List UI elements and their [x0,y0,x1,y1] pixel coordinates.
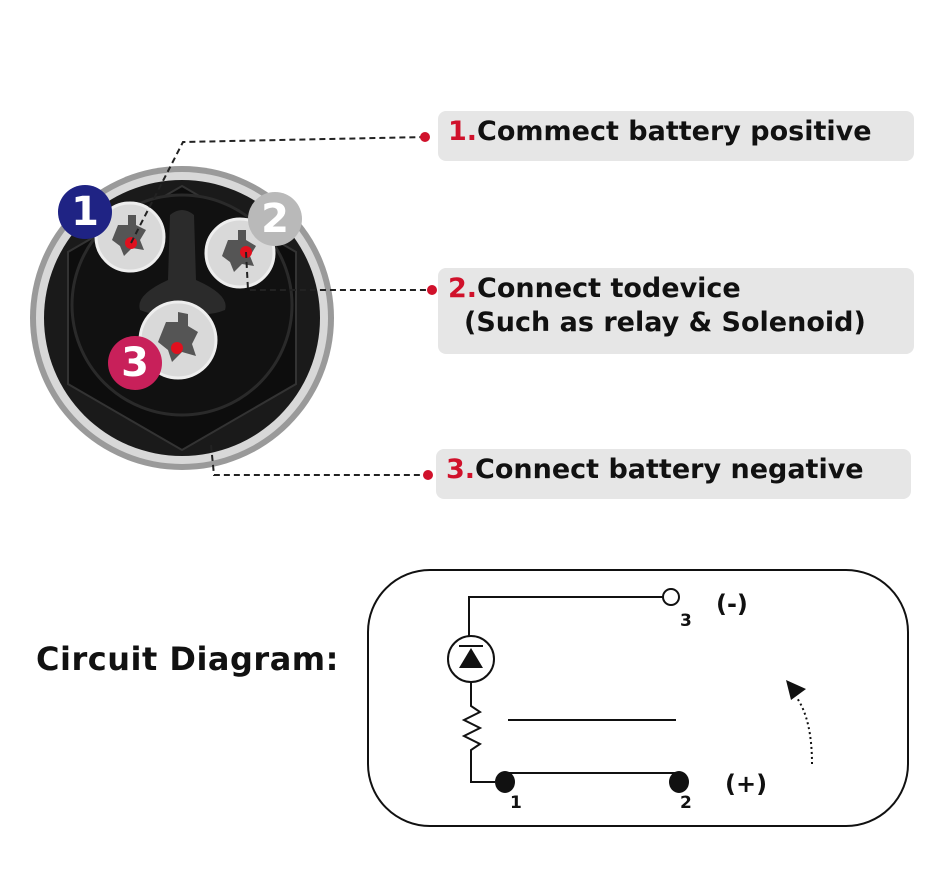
label-3-dot [423,470,433,480]
polarity-positive: (+) [725,770,767,798]
label-1-dot [420,132,430,142]
rotation-arrowhead [786,680,806,700]
leader-line-1 [130,136,426,244]
terminal-1-label: 1 [510,793,522,813]
label-1-number: 1. [448,116,478,147]
label-1: 1.Commect battery positive [438,111,914,161]
polarity-negative: (-) [716,590,748,618]
label-2: 2.Connect todevice (Such as relay & Sole… [438,268,914,354]
terminal-3-label: 3 [680,611,692,631]
insulator [139,210,226,314]
wire-top [468,596,663,640]
label-2-number: 2. [448,273,478,304]
label-2-text: Connect todevice [477,273,741,304]
resistor-symbol [461,702,495,783]
terminal-1 [495,771,515,793]
terminal-2 [669,771,689,793]
circuit-diagram-heading: Circuit Diagram: [36,640,339,678]
terminal-3 [662,588,680,606]
label-3: 3.Connect battery negative [436,449,911,499]
led-triangle [459,648,483,668]
label-2-dot [427,285,437,295]
pin-badge-3: 3 [108,336,162,390]
leader-line-2 [245,251,432,291]
terminal-2-label: 2 [680,793,692,813]
screw-1 [94,201,166,273]
label-1-text: Commect battery positive [477,116,872,147]
circuit-frame [367,569,909,827]
pin-badge-1: 1 [58,185,112,239]
pin-badge-2: 2 [248,192,302,246]
label-2-subtext: (Such as relay & Solenoid) [464,307,866,338]
label-3-text: Connect battery negative [475,454,864,485]
label-3-number: 3. [446,454,476,485]
pin-dot-3 [171,342,183,354]
leader-line-3 [210,444,428,476]
